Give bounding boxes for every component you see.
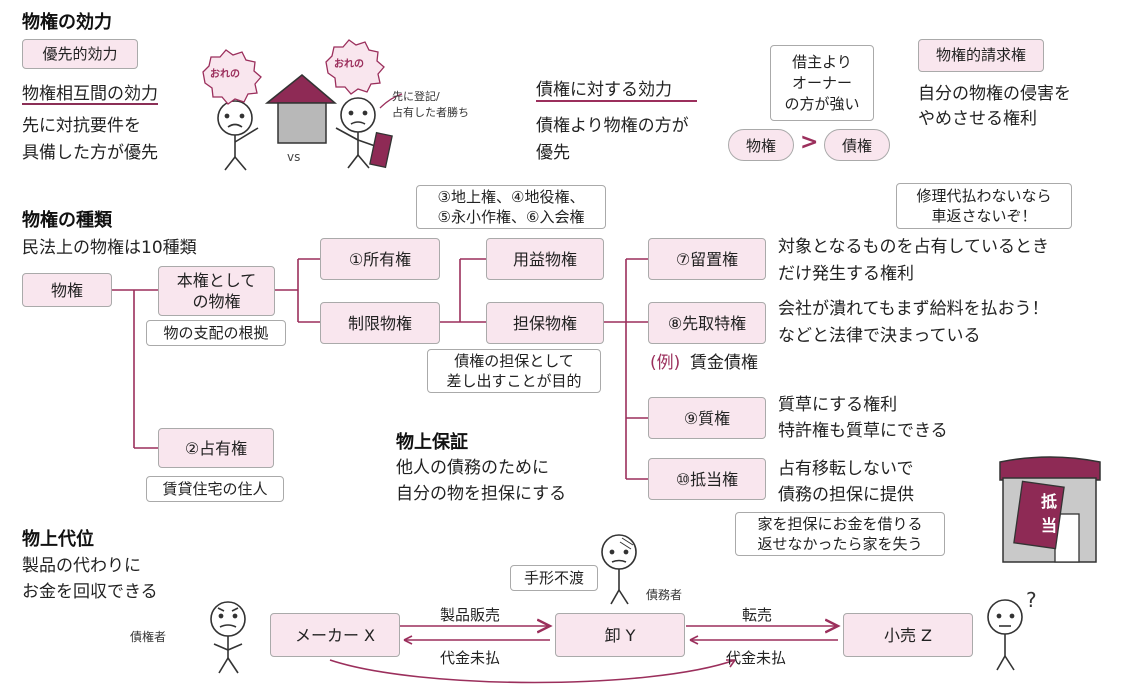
- note-ryuchi-line-2: 車返さないぞ！: [931, 207, 1037, 225]
- saiken-line-2: 優先: [536, 143, 570, 163]
- house-sign: 抵 当: [1029, 490, 1069, 538]
- saiken-line-1: 債権より物権の方が: [536, 116, 689, 136]
- node-shichi: ⑨質権: [648, 397, 766, 439]
- title-butsujo-hosho: 物上保証: [396, 432, 468, 453]
- rei-label: (例): [650, 353, 681, 373]
- note-yoeki: ③地上権、④地役権、 ⑤永小作権、⑥入会権: [416, 185, 606, 229]
- badge-yusen: 優先的効力: [22, 39, 138, 69]
- house-icon: [264, 74, 338, 144]
- rei-text: 賃金債権: [690, 353, 758, 373]
- node-kouri: 小売 Z: [843, 613, 973, 657]
- label-daikin-mibarai-2: 代金未払: [726, 649, 787, 667]
- sakidori-desc-2: などと法律で決まっている: [778, 326, 981, 346]
- daii-line-2: お金を回収できる: [22, 582, 158, 602]
- butsujo-line-1: 他人の債務のために: [396, 458, 549, 478]
- house-sign-line-1: 抵: [1040, 492, 1057, 511]
- sakidori-desc-1: 会社が潰れてもまず給料を払おう！: [778, 299, 1049, 319]
- note-owner-line-3: の方が強い: [784, 94, 860, 113]
- note-owner: 借主より オーナー の方が強い: [770, 45, 874, 121]
- label-saimusha: 債務者: [646, 588, 683, 602]
- note-tegata: 手形不渡: [510, 565, 598, 591]
- speech-bubble-right: [325, 39, 385, 95]
- seikyu-line-2: やめさせる権利: [918, 109, 1037, 129]
- bubble-left-text: おれの: [210, 69, 240, 80]
- node-root-bukken: 物権: [22, 273, 112, 307]
- ryuchi-desc-1: 対象となるものを占有しているとき: [778, 237, 1049, 257]
- question-mark-icon: ?: [1026, 588, 1037, 612]
- node-sakidori: ⑧先取特権: [648, 302, 766, 344]
- note-senyu: 賃貸住宅の住人: [146, 476, 284, 502]
- note-ryuchi-line-1: 修理代払わないなら: [916, 187, 1052, 205]
- pill-saiken: 債権: [824, 129, 890, 161]
- house-sign-line-2: 当: [1040, 516, 1057, 535]
- sogo-line-2: 具備した方が優先: [22, 143, 158, 163]
- bubble-right-text: おれの: [334, 59, 364, 70]
- label-saikensha: 債権者: [130, 630, 167, 644]
- seikyu-line-1: 自分の物権の侵害を: [918, 84, 1071, 104]
- heading-saiken: 債権に対する効力: [536, 80, 672, 100]
- node-tanpo: 担保物権: [486, 302, 604, 344]
- stick-figure-left-icon: [217, 100, 259, 171]
- shichi-desc-1: 質草にする権利: [778, 395, 898, 415]
- debtor-figure-icon: [601, 534, 637, 605]
- label-daikin-mibarai-1: 代金未払: [440, 649, 501, 667]
- mortgage-house-icon: [999, 456, 1101, 563]
- stick-figure-right-icon: [335, 97, 379, 169]
- hand-note-line-1: 先に登記/: [392, 90, 440, 103]
- vs-label: vs: [287, 150, 301, 164]
- section-title-daii: 物上代位: [22, 529, 94, 550]
- gt-sign: >: [800, 130, 819, 155]
- note-tanpo: 債権の担保として 差し出すことが目的: [427, 349, 601, 393]
- speech-bubble-left: [202, 49, 262, 105]
- note-owner-line-2: オーナー: [791, 73, 852, 92]
- ryuchi-desc-2: だけ発生する権利: [778, 264, 914, 284]
- note-honken: 物の支配の根拠: [146, 320, 286, 346]
- creditor-figure-icon: [210, 601, 246, 674]
- node-ryuchi: ⑦留置権: [648, 238, 766, 280]
- node-senyu: ②占有権: [158, 428, 274, 468]
- section-title-effect: 物権の効力: [22, 12, 112, 33]
- node-maker: メーカー X: [270, 613, 400, 657]
- note-teito-line-1: 家を担保にお金を借りる: [757, 515, 923, 533]
- note-tanpo-line-1: 債権の担保として: [454, 352, 574, 370]
- section-title-types: 物権の種類: [22, 210, 112, 231]
- note-teito-line-2: 返せなかったら家を失う: [757, 535, 923, 553]
- teito-desc-2: 債務の担保に提供: [778, 485, 914, 505]
- node-honken: 本権として の物権: [158, 266, 275, 316]
- daii-line-1: 製品の代わりに: [22, 556, 141, 576]
- note-teito: 家を担保にお金を借りる 返せなかったら家を失う: [735, 512, 945, 556]
- node-honken-line-2: の物権: [192, 292, 241, 311]
- badge-seikyu: 物権的請求権: [918, 39, 1044, 72]
- node-shoyu: ①所有権: [320, 238, 440, 280]
- subtitle-10-types: 民法上の物権は10種類: [22, 238, 197, 258]
- note-tanpo-line-2: 差し出すことが目的: [446, 372, 582, 390]
- shichi-desc-2: 特許権も質草にできる: [778, 421, 948, 441]
- registry-document-icon: [369, 131, 393, 169]
- pill-bukken: 物権: [728, 129, 794, 161]
- node-honken-line-1: 本権として: [176, 271, 257, 290]
- node-yoeki: 用益物権: [486, 238, 604, 280]
- label-seihin-hanbai: 製品販売: [440, 606, 501, 624]
- note-ryuchi: 修理代払わないなら 車返さないぞ！: [896, 183, 1072, 229]
- note-yoeki-line-1: ③地上権、④地役権、: [437, 188, 585, 206]
- node-oroshi: 卸 Y: [555, 613, 685, 657]
- heading-sogo: 物権相互間の効力: [22, 84, 158, 104]
- node-teito: ⑩抵当権: [648, 458, 766, 500]
- teito-desc-1: 占有移転しないで: [778, 459, 914, 479]
- note-owner-line-1: 借主より: [792, 52, 852, 71]
- note-yoeki-line-2: ⑤永小作権、⑥入会権: [437, 208, 585, 226]
- hand-note-line-2: 占有した者勝ち: [392, 106, 469, 119]
- label-tenbai: 転売: [742, 606, 773, 624]
- butsujo-line-2: 自分の物を担保にする: [396, 484, 567, 504]
- node-seigen: 制限物権: [320, 302, 440, 344]
- retailer-figure-icon: [987, 599, 1023, 671]
- sogo-line-1: 先に対抗要件を: [22, 116, 141, 136]
